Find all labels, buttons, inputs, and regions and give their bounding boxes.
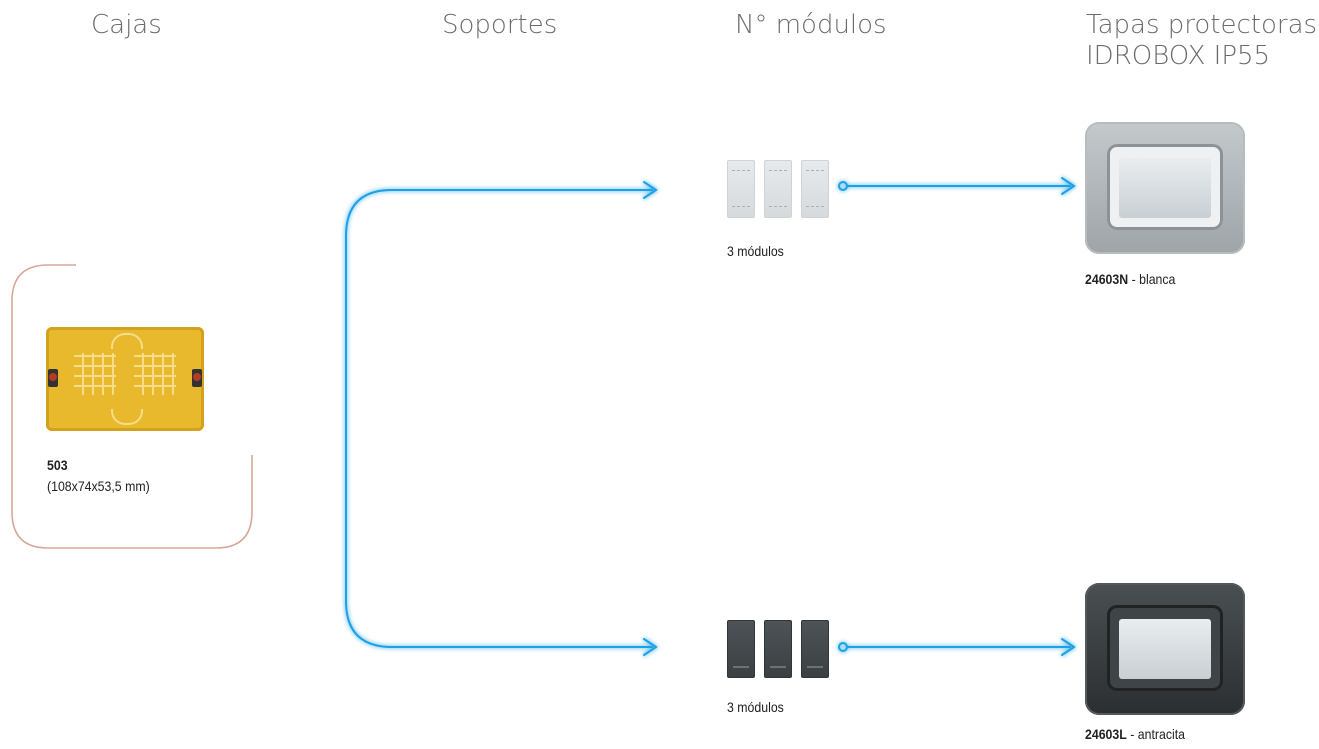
row2-arrow	[1061, 638, 1076, 656]
box-knockout-arc	[111, 333, 143, 349]
module-white	[727, 160, 755, 218]
module-white	[801, 160, 829, 218]
header-soportes: Soportes	[442, 10, 558, 40]
caja-code: 503	[47, 457, 68, 473]
cover-code-dark: 24603L	[1085, 726, 1127, 742]
branch-connector	[345, 189, 653, 648]
modules-label-row-1: 3 módulos	[727, 243, 784, 259]
cover-caption-white: 24603N - blanca	[1085, 271, 1175, 287]
row1-arrow	[1061, 177, 1076, 195]
branch-arrow-top	[643, 181, 658, 199]
box-knockout-arc	[111, 409, 143, 425]
caja-frame	[11, 264, 253, 549]
module-white	[764, 160, 792, 218]
caja-503-image	[46, 327, 204, 431]
cover-window-white	[1085, 122, 1245, 254]
caja-dimensions: (108x74x53,5 mm)	[47, 478, 150, 494]
box-knockout-grid-right	[134, 353, 176, 395]
row1-dot	[838, 181, 848, 191]
box-knockout-grid-left	[74, 353, 116, 395]
header-tapas: Tapas protectoras IDROBOX IP55	[1086, 10, 1318, 72]
header-tapas-line1: Tapas protectoras	[1086, 10, 1318, 40]
cover-desc-white: - blanca	[1128, 271, 1176, 287]
branch-arrow-bottom	[643, 638, 658, 656]
box-clip-left	[48, 369, 58, 387]
cover-caption-dark: 24603L - antracita	[1085, 726, 1185, 742]
module-anthracite	[801, 620, 829, 678]
module-anthracite	[764, 620, 792, 678]
modules-label-row-2: 3 módulos	[727, 699, 784, 715]
cover-window-dark	[1085, 583, 1245, 715]
cover-desc-dark: - antracita	[1126, 726, 1185, 742]
box-clip-right	[192, 369, 202, 387]
cover-code-white: 24603N	[1085, 271, 1129, 287]
header-cajas: Cajas	[91, 10, 162, 40]
row2-dot	[838, 642, 848, 652]
header-modulos: N° módulos	[735, 10, 887, 40]
header-tapas-line2: IDROBOX IP55	[1086, 41, 1271, 71]
module-anthracite	[727, 620, 755, 678]
